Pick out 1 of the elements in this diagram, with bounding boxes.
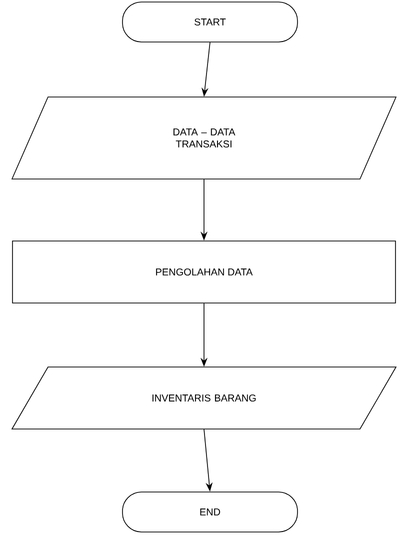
process-box: PENGOLAHAN DATA <box>12 240 396 304</box>
